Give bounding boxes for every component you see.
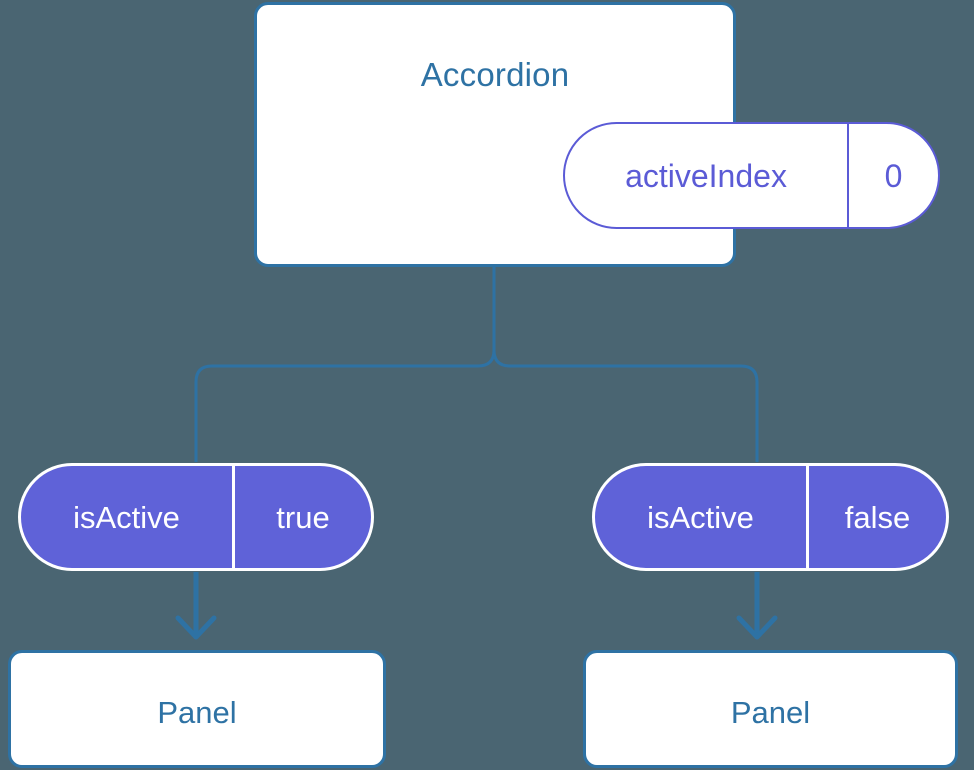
- right-child-state-value: false: [844, 499, 911, 535]
- arrow-right-state-to-panel: [736, 572, 778, 640]
- accordion-state-pill[interactable]: activeIndex 0: [563, 122, 940, 229]
- accordion-component-card[interactable]: Accordion activeIndex 0: [254, 2, 940, 267]
- left-child-state-value: true: [276, 499, 330, 535]
- arrow-left-state-to-panel: [175, 572, 217, 640]
- right-child-state-key: isActive: [595, 466, 809, 568]
- left-panel-title: Panel: [157, 695, 237, 730]
- left-child-state-key: isActive: [21, 466, 235, 568]
- right-panel-card[interactable]: Panel: [583, 650, 958, 768]
- accordion-title: Accordion: [420, 56, 570, 93]
- accordion-state-key: activeIndex: [565, 124, 849, 227]
- accordion-state-value: 0: [884, 157, 903, 194]
- right-panel-title: Panel: [730, 695, 811, 730]
- connector-parent-to-left-child: [194, 266, 496, 462]
- left-panel-card[interactable]: Panel: [8, 650, 386, 768]
- connector-parent-to-right-child: [492, 266, 759, 462]
- right-child-state-pill[interactable]: isActive false: [592, 463, 949, 571]
- left-child-state-pill[interactable]: isActive true: [18, 463, 374, 571]
